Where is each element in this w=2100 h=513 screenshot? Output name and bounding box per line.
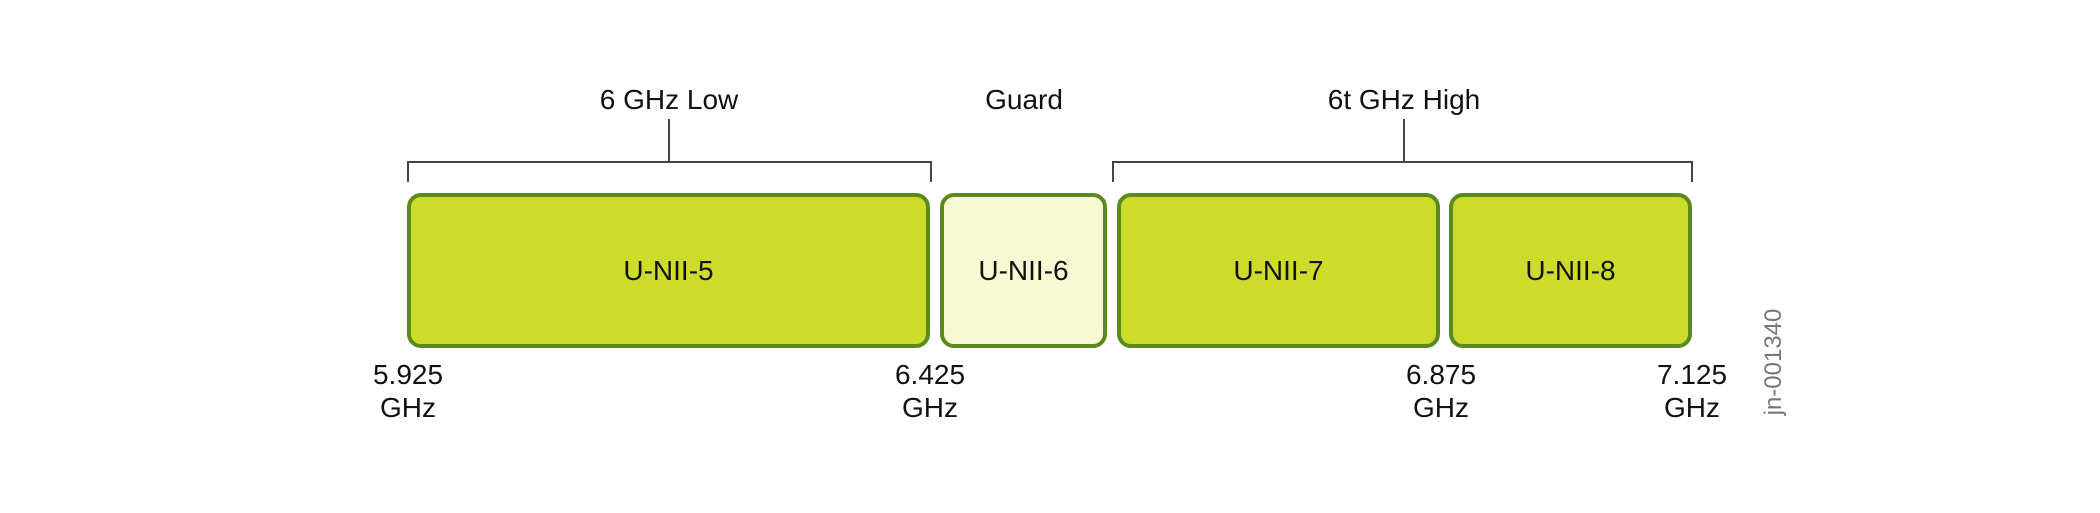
freq-unit: GHz <box>379 392 436 423</box>
group-label-guard: Guard <box>985 84 1063 115</box>
bracket-high <box>1112 119 1693 182</box>
band-label: U-NII-7 <box>1233 254 1324 286</box>
freq-value: 5.925 <box>372 359 444 390</box>
band-unii-8: U-NII-8 <box>1449 193 1692 348</box>
freq-value: 7.125 <box>1656 359 1728 390</box>
freq-unit: GHz <box>901 392 958 423</box>
freq-value: 6.875 <box>1405 359 1477 390</box>
freq-unit: GHz <box>1412 392 1469 423</box>
group-label-high: 6t GHz High <box>1327 84 1481 115</box>
band-label: U-NII-5 <box>623 254 714 286</box>
group-label-low: 6 GHz Low <box>599 84 739 115</box>
bracket-low <box>407 119 932 182</box>
freq-value: 6.425 <box>894 359 966 390</box>
band-label: U-NII-8 <box>1525 254 1616 286</box>
band-unii-5: U-NII-5 <box>407 193 930 348</box>
band-unii-7: U-NII-7 <box>1117 193 1440 348</box>
freq-unit: GHz <box>1663 392 1720 423</box>
band-label: U-NII-6 <box>978 254 1069 286</box>
band-unii-6: U-NII-6 <box>940 193 1107 348</box>
watermark-id: jn-001340 <box>1760 308 1787 416</box>
